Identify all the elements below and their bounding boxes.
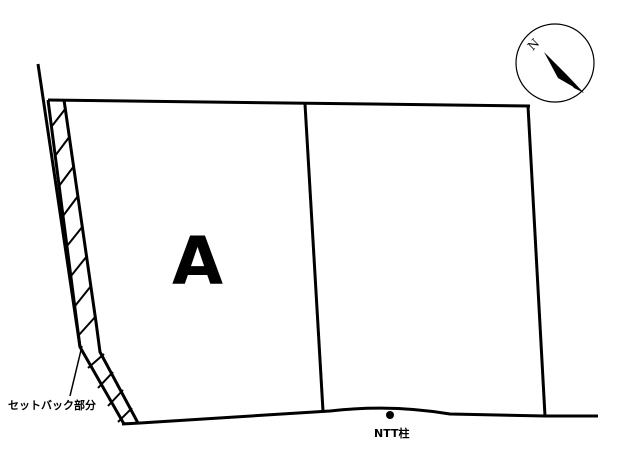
lot-label: A	[172, 223, 223, 300]
lot-right-boundary	[526, 105, 547, 417]
utility-pole-icon	[386, 411, 394, 419]
setback-leader-line	[69, 345, 83, 397]
lot-bottom-boundary	[121, 406, 598, 426]
north-arrow-icon: N	[515, 23, 595, 103]
setback-area	[46, 99, 140, 425]
pole-label: NTT柱	[374, 426, 409, 440]
lot-top-boundary	[47, 98, 531, 108]
lot-divider-line	[303, 103, 325, 412]
setback-label: セットバック部分	[8, 398, 96, 412]
